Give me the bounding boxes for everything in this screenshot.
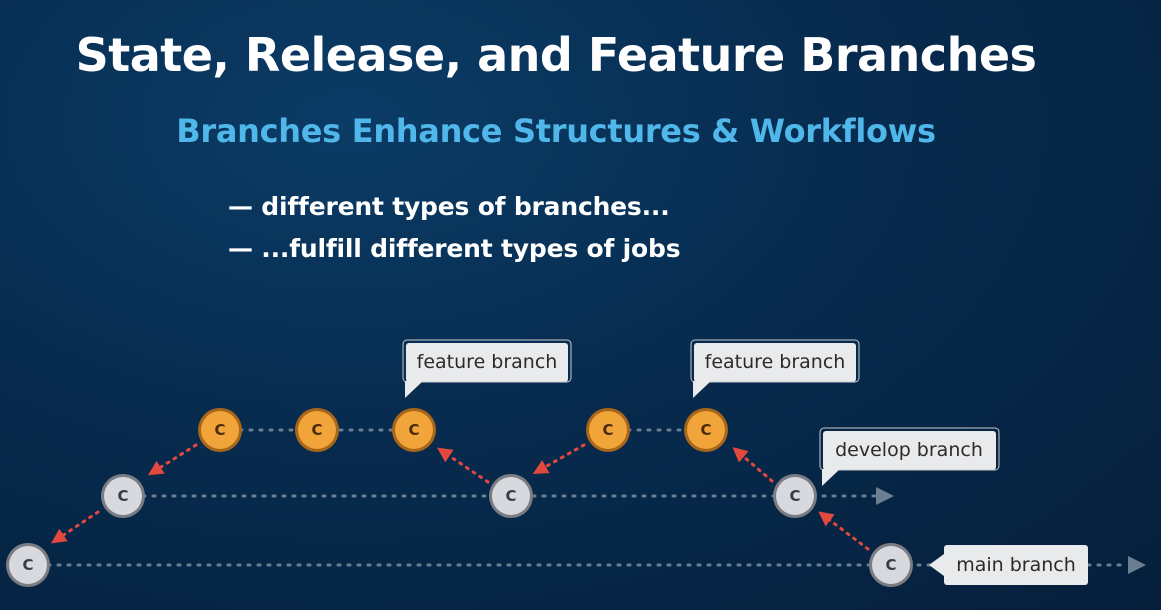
commit-label: C xyxy=(408,421,419,439)
slide-title: State, Release, and Feature Branches xyxy=(75,28,1037,82)
commit-node-feature-2-b: C xyxy=(684,408,728,452)
develop-branch-arrow xyxy=(876,487,894,505)
commit-label: C xyxy=(885,556,896,574)
bullet-item: — different types of branches... xyxy=(228,192,670,221)
commit-node-develop-2: C xyxy=(489,474,533,518)
bullet-item: — ...fulfill different types of jobs xyxy=(228,234,681,263)
slide-subtitle: Branches Enhance Structures & Workflows xyxy=(176,112,936,150)
commit-label: C xyxy=(214,421,225,439)
bullet-list: — different types of branches... — ...fu… xyxy=(228,186,681,270)
commit-label: C xyxy=(311,421,322,439)
branch-arrow-develop-to-feature-2 xyxy=(532,443,586,474)
branch-arrow-develop-to-feature-1 xyxy=(147,443,198,476)
merge-arrow-feature-2-to-develop xyxy=(732,447,774,483)
callout-label: main branch xyxy=(956,554,1076,576)
callout-label: develop branch xyxy=(835,439,983,461)
commit-node-feature-1-b: C xyxy=(295,408,339,452)
main-branch-arrow xyxy=(1128,556,1146,574)
commit-label: C xyxy=(117,487,128,505)
commit-node-main-2: C xyxy=(869,543,913,587)
commit-label: C xyxy=(602,421,613,439)
commit-node-develop-1: C xyxy=(101,474,145,518)
callout-feature-branch-2: feature branch xyxy=(690,339,860,398)
commit-label: C xyxy=(789,487,800,505)
callout-label: feature branch xyxy=(417,351,558,373)
commit-node-feature-2-a: C xyxy=(586,408,630,452)
commit-node-feature-1-c: C xyxy=(392,408,436,452)
merge-arrow-feature-1-to-develop xyxy=(437,447,490,484)
callout-develop-branch: develop branch xyxy=(819,427,1000,486)
merge-arrow-develop-to-main xyxy=(818,511,870,551)
callout-feature-branch-1: feature branch xyxy=(402,339,572,398)
commit-label: C xyxy=(505,487,516,505)
commit-node-feature-1-a: C xyxy=(198,408,242,452)
callout-main-branch: main branch xyxy=(929,545,1088,585)
commit-label: C xyxy=(22,556,33,574)
commit-label: C xyxy=(700,421,711,439)
callout-label: feature branch xyxy=(705,351,846,373)
commit-node-main-1: C xyxy=(6,543,50,587)
branch-arrow-main-to-develop xyxy=(51,510,100,544)
commit-node-develop-3: C xyxy=(773,474,817,518)
